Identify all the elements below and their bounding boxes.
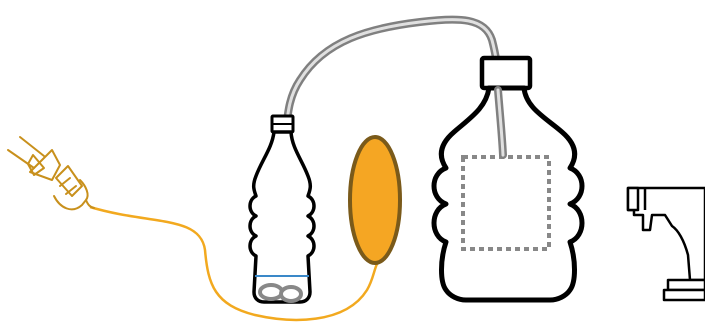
spray-nozzle-icon: [628, 188, 705, 300]
pebble-right: [281, 287, 301, 301]
power-cable: [90, 207, 377, 320]
large-bottle: [434, 58, 582, 300]
pebble-left: [260, 285, 282, 299]
large-bottle-body: [434, 88, 582, 300]
small-bottle: [250, 116, 314, 302]
large-bottle-cap: [482, 58, 530, 88]
power-plug-icon: [8, 137, 94, 209]
balloon-icon: [350, 137, 400, 263]
